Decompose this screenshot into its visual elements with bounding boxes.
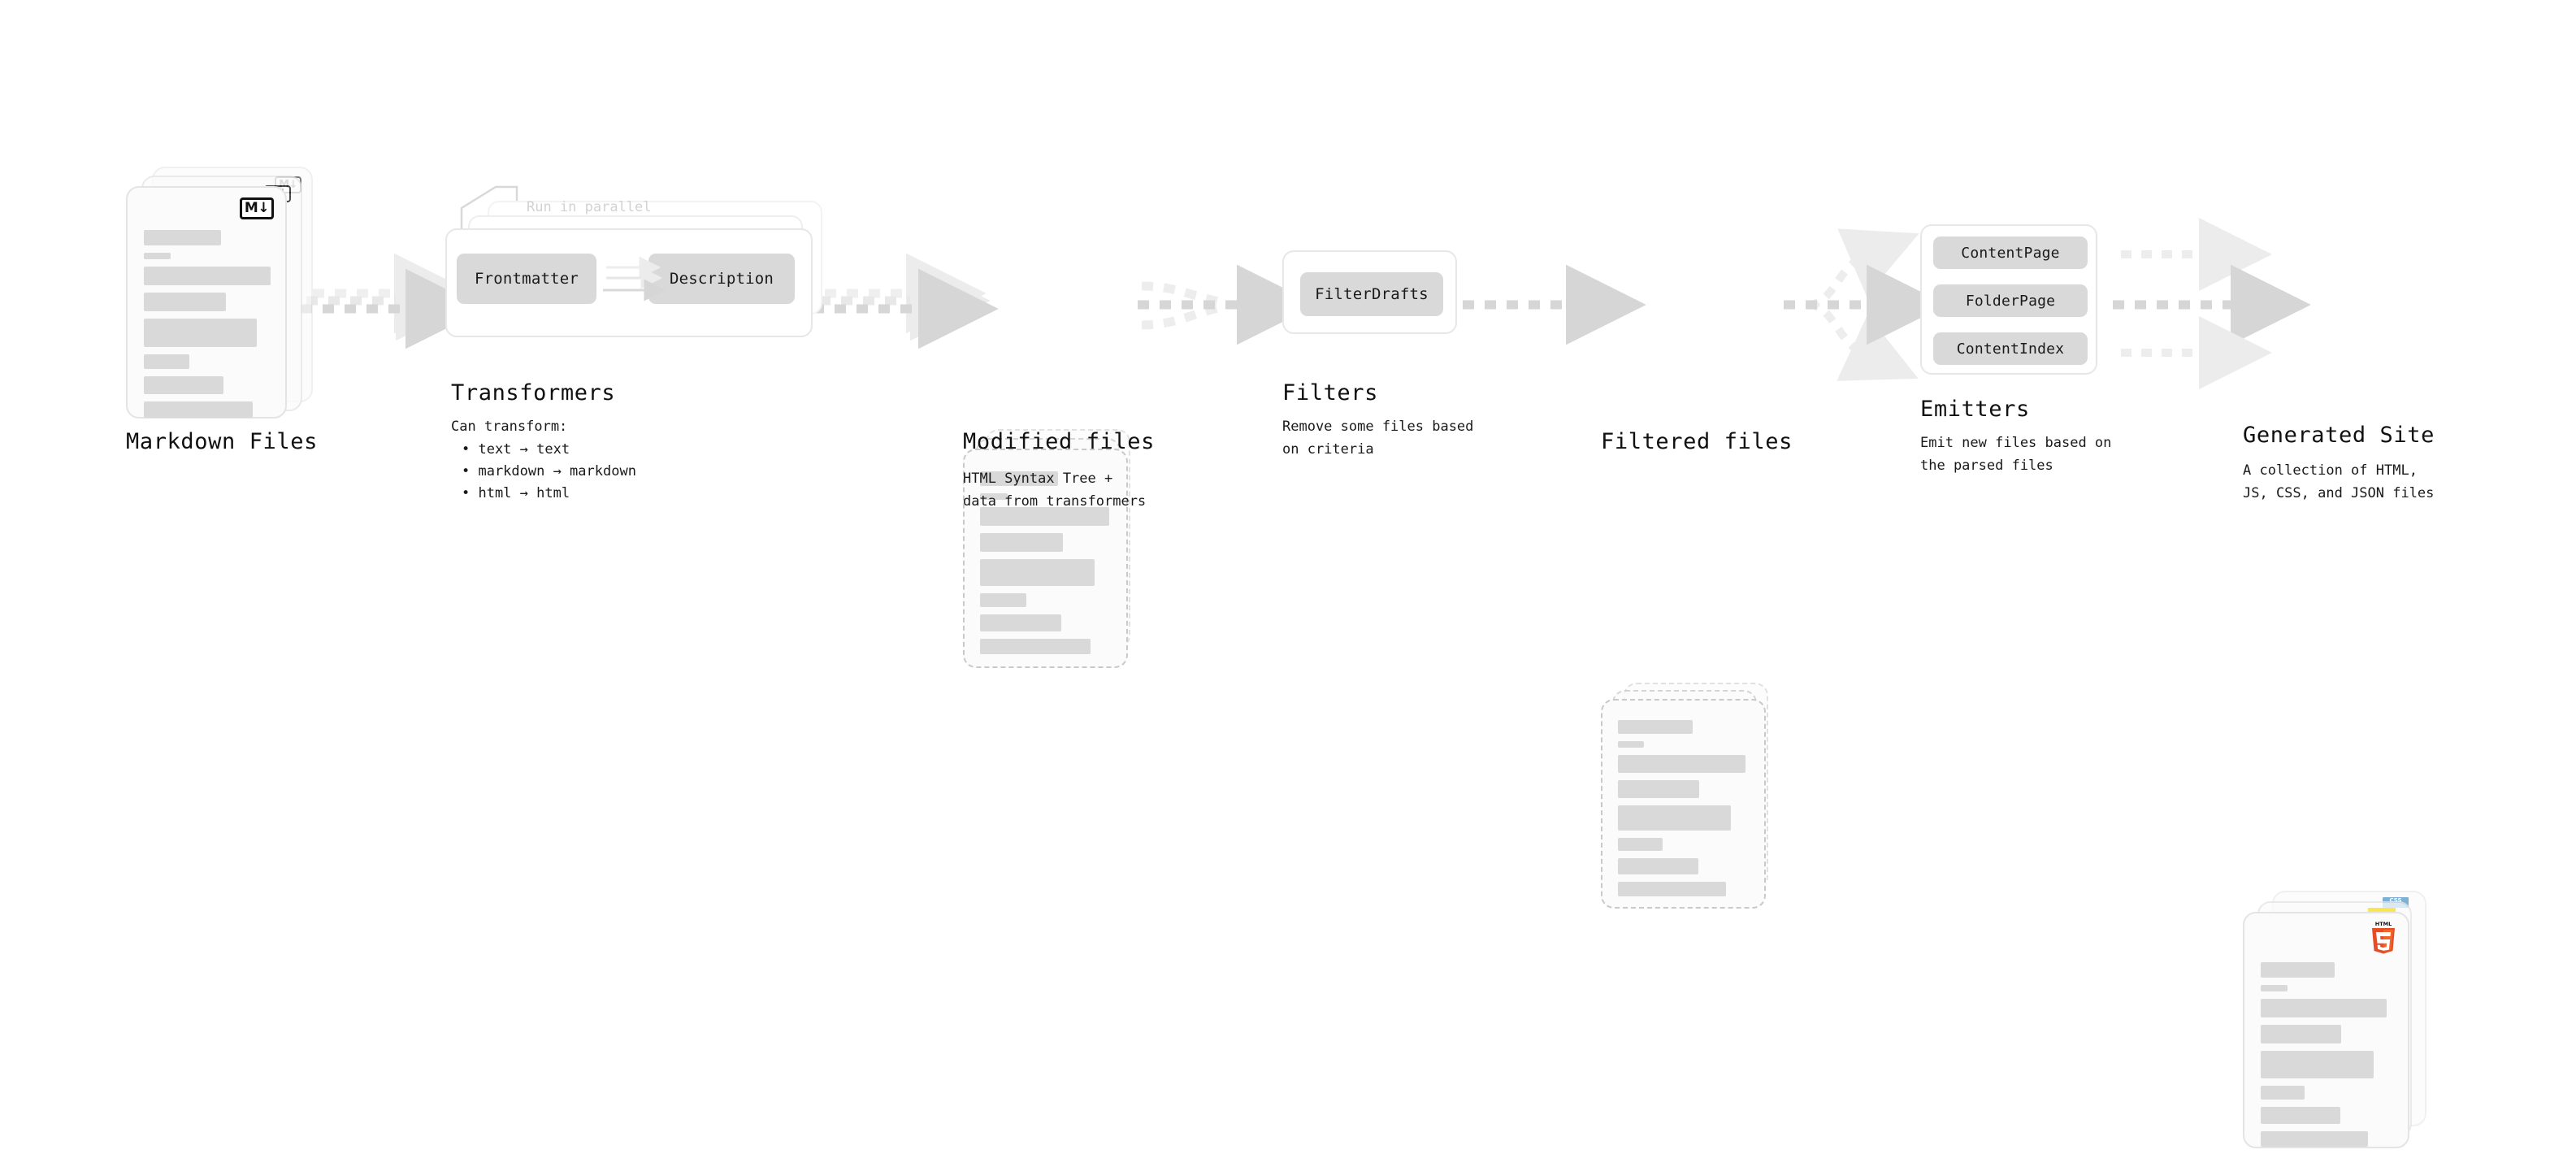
- arrow-emitters-to-site: [2113, 218, 2311, 389]
- stage-filters[interactable]: FilterDrafts: [1282, 250, 1461, 338]
- stage-generated-site[interactable]: CSS HTML: [2243, 891, 2446, 1151]
- stage-title-transformers: Transformers: [451, 380, 616, 406]
- stage-emitters[interactable]: ContentPage FolderPage ContentIndex: [1920, 224, 2107, 379]
- pill-contentpage[interactable]: ContentPage: [1933, 236, 2088, 269]
- stage-modified-files[interactable]: [963, 429, 1150, 673]
- doc-card-front: M↓: [126, 186, 287, 419]
- arrow-modified-to-filters: [1138, 264, 1317, 345]
- modified-placeholder-lines: [980, 471, 1112, 662]
- emitters-box: ContentPage FolderPage ContentIndex: [1920, 224, 2097, 375]
- pill-filterdrafts[interactable]: FilterDrafts: [1300, 272, 1443, 316]
- filtered-card-front: [1601, 699, 1766, 909]
- arrow-transformers-to-modified: [813, 253, 999, 349]
- stage-title-filtered-files: Filtered files: [1601, 429, 1793, 454]
- stage-title-generated-site: Generated Site: [2243, 423, 2435, 448]
- filters-subtitle: Remove some files based on criteria: [1282, 419, 1474, 458]
- transformers-subtitle: Can transform:: [451, 419, 568, 435]
- transformers-bullet-1: • markdown → markdown: [462, 463, 636, 479]
- transformers-bullet-0: • text → text: [462, 441, 570, 458]
- stage-title-markdown-files: Markdown Files: [126, 429, 318, 454]
- pill-folderpage[interactable]: FolderPage: [1933, 284, 2088, 317]
- site-placeholder-lines: [2261, 962, 2393, 1154]
- modified-files-subtitle: HTML Syntax Tree + data from transformer…: [963, 471, 1147, 510]
- arrow-filtered-to-emitters: [1784, 228, 1947, 381]
- filters-box: FilterDrafts: [1282, 250, 1457, 334]
- emitters-subtitle: Emit new files based on the parsed files: [1920, 435, 2112, 474]
- note-run-in-parallel: Run in parallel: [527, 199, 652, 215]
- stage-transformers[interactable]: Frontmatter Description: [439, 183, 829, 362]
- pill-description[interactable]: Description: [648, 254, 795, 304]
- html5-icon: HTML: [2372, 921, 2395, 954]
- svg-text:HTML: HTML: [2375, 921, 2392, 927]
- generated-site-subtitle: A collection of HTML, JS, CSS, and JSON …: [2243, 462, 2435, 501]
- markdown-icon: M↓: [240, 197, 274, 219]
- pill-frontmatter[interactable]: Frontmatter: [457, 254, 596, 304]
- stage-title-emitters: Emitters: [1920, 397, 2030, 422]
- modified-card-front: [963, 449, 1128, 668]
- stage-filtered-files[interactable]: [1601, 683, 1788, 918]
- pill-contentindex[interactable]: ContentIndex: [1933, 332, 2088, 365]
- transformers-inner-arrows: [603, 256, 666, 302]
- stage-markdown-files[interactable]: M↓ M↓ M↓: [126, 167, 321, 419]
- transformers-bullet-2: • html → html: [462, 485, 570, 501]
- filtered-placeholder-lines: [1618, 720, 1750, 904]
- pipeline-diagram: M↓ M↓ M↓ Markdown Files: [126, 167, 2435, 1148]
- stage-title-filters: Filters: [1282, 380, 1378, 406]
- site-card-front: HTML: [2243, 912, 2409, 1148]
- stage-title-modified-files: Modified files: [963, 429, 1155, 454]
- doc-placeholder-lines: [144, 230, 271, 425]
- connector-arrows: [301, 185, 2311, 389]
- transformers-box: Frontmatter Description: [445, 228, 813, 337]
